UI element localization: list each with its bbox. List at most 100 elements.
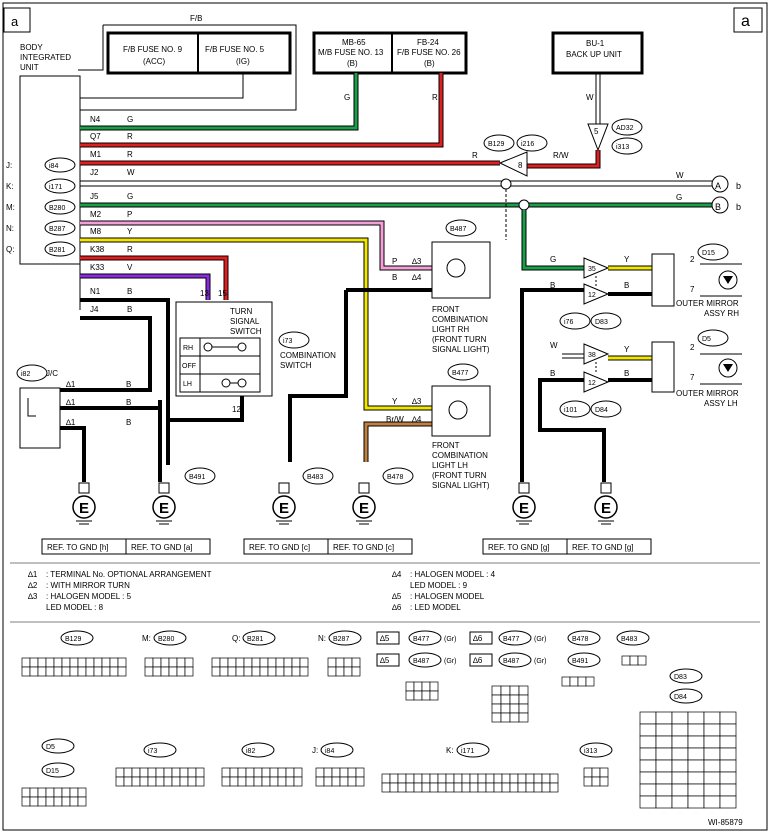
connector-s6-grid <box>491 685 502 696</box>
wire-mirror-rh-b <box>520 288 584 482</box>
connector-i73-grid <box>139 776 149 787</box>
connector-d83-grid <box>639 747 657 761</box>
label-g-j5: G <box>676 193 682 202</box>
connector-i73-grid <box>155 767 165 778</box>
connector-i171-grid <box>485 773 495 784</box>
badge-ad32 <box>611 118 643 136</box>
gnd-ref-text: REF. TO GND [h] <box>47 543 109 552</box>
connector-b129-grid <box>109 666 119 677</box>
ground-e-glyph: E <box>279 500 289 517</box>
badge-b487 <box>445 219 477 237</box>
badge-d15 <box>697 243 729 261</box>
badge-text: B477 <box>452 370 468 377</box>
wire-color-label: Y <box>127 227 133 236</box>
connector-d83-grid <box>671 735 689 749</box>
note-mark: ∆5 <box>392 592 402 601</box>
connector-i171-grid <box>549 773 559 784</box>
badge-d5 <box>697 329 729 347</box>
connector-d83-grid <box>655 747 673 761</box>
connector-i313-grid <box>583 776 593 787</box>
connector-d83-grid <box>687 723 705 737</box>
connector-b129-grid <box>61 657 71 668</box>
connector-d5-grid <box>69 796 79 807</box>
connector-i171-grid <box>389 773 399 784</box>
connector-d5-grid <box>45 796 55 807</box>
connector-b287-grid <box>335 657 345 668</box>
wire-color-label: R <box>127 132 133 141</box>
connector-d83-grid <box>671 759 689 773</box>
connector-b281-grid <box>299 666 309 677</box>
connector-s5-grid <box>405 681 415 692</box>
connector-b129-grid <box>37 657 47 668</box>
fuse5-l1: F/B FUSE NO. 5 <box>205 45 265 54</box>
b129-connector <box>498 151 528 177</box>
connector-i171-grid <box>445 773 455 784</box>
legend-badge <box>669 668 703 684</box>
end-a: A <box>715 181 721 191</box>
connector-d5-grid <box>37 796 47 807</box>
jc-wire-b: B <box>126 398 131 407</box>
badge-b129 <box>483 134 515 152</box>
bulb-rh-icon <box>446 258 466 278</box>
badge-text: i76 <box>564 319 573 326</box>
connector-i171-grid <box>509 782 519 793</box>
pin-label: N4 <box>90 115 101 124</box>
wire-k38 <box>80 256 228 300</box>
pin-label: M2 <box>90 210 102 219</box>
connector-i82-grid <box>277 776 287 787</box>
badge-text: i82 <box>21 371 30 378</box>
end-b: B <box>715 202 721 212</box>
conn-id: B287 <box>49 226 65 233</box>
legend-badge-text: B487 <box>503 658 519 665</box>
turn-l2: SIGNAL <box>230 317 260 326</box>
connector-b287-grid <box>335 666 345 677</box>
connector-b280-grid <box>152 666 162 677</box>
connector-b281-grid <box>291 657 301 668</box>
legend-badge-text: i313 <box>584 748 597 755</box>
legend-badge <box>408 630 442 646</box>
connector-i171-grid <box>405 782 415 793</box>
connector-d5-grid <box>53 787 63 798</box>
conn-prefix: J: <box>6 161 12 170</box>
connector-i82-grid <box>277 767 287 778</box>
legend-star: ∆5 <box>380 656 390 665</box>
connector-b129-grid <box>61 666 71 677</box>
connector-b129-grid <box>93 666 103 677</box>
legend-badge-text: D5 <box>46 744 55 751</box>
switch-dot-1 <box>203 342 213 352</box>
connector-b129-grid <box>117 666 127 677</box>
ground-e-glyph: E <box>79 500 89 517</box>
connector-d83-grid <box>703 795 721 809</box>
legend-badge <box>669 688 703 704</box>
badge-text: i313 <box>616 144 629 151</box>
conn-badge <box>44 157 76 173</box>
bu1-code: BU-1 <box>586 39 605 48</box>
connector-b281-grid <box>235 657 245 668</box>
connector-i313-grid <box>599 767 609 778</box>
connector-i84-grid <box>355 767 365 778</box>
fb-bracket-right <box>80 24 297 111</box>
legend-badge-text: B487 <box>413 658 429 665</box>
mirror-rh-l1: OUTER MIRROR <box>676 299 739 308</box>
legend-badge-text: B280 <box>158 636 174 643</box>
connector-i84-grid <box>347 776 357 787</box>
conn-id: i171 <box>49 184 62 191</box>
rh-s4: ∆4 <box>412 273 422 282</box>
connector-s6-grid <box>509 694 520 705</box>
connector-i73-grid <box>147 767 157 778</box>
wire-n4 <box>80 73 358 130</box>
mirror-lh-w: W <box>550 341 558 350</box>
connector-i82-grid <box>245 767 255 778</box>
pin-label: Q7 <box>90 132 101 141</box>
connector-i73-grid <box>163 767 173 778</box>
legend-badge-text: B129 <box>65 636 81 643</box>
mb65-l2: (B) <box>347 59 358 68</box>
connector-i171-grid <box>541 782 551 793</box>
connector-i171-grid <box>381 782 391 793</box>
corner-box-left <box>3 7 31 33</box>
connector-s6-grid <box>509 712 520 723</box>
ground-e-glyph: E <box>159 500 169 517</box>
